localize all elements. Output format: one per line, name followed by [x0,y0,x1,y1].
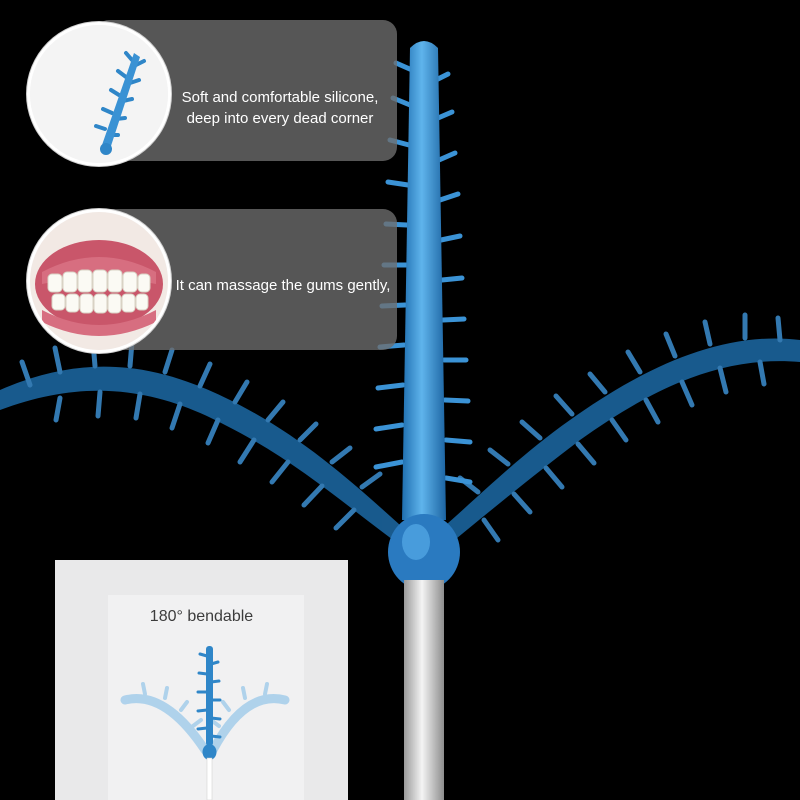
brush-tip-closeup-image [27,22,171,166]
inset-title: 180° bendable [149,608,254,625]
bendable-inset-panel: 180° bendable [55,560,348,800]
left-bent-bristle-arm [0,339,400,545]
callout-gums-text: It can massage the gums gently, [175,277,391,294]
right-bent-bristle-arm [440,312,800,548]
teeth-closeup-image [27,209,171,353]
brush-tip-icon [30,25,168,163]
callout-silicone-text: Soft and comfortable silicone, deep into… [181,89,379,127]
teeth-icon [30,212,168,350]
straight-brush-stem [373,41,473,590]
mini-bent-brush-icon [120,646,290,800]
brush-handle [404,580,444,800]
